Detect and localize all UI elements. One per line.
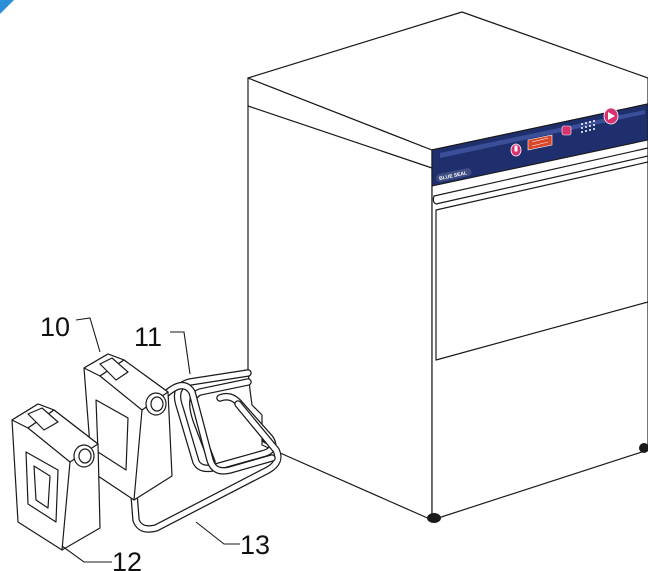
- door-panel: [435, 161, 648, 361]
- dishwasher: BLUE SEAL: [247, 11, 648, 523]
- label-12: 12: [112, 547, 142, 571]
- label-11: 11: [134, 322, 162, 352]
- leader-10: [75, 317, 101, 353]
- power-button: [510, 143, 522, 157]
- cycle-selector-icon: [561, 125, 572, 136]
- door-handle: [432, 147, 648, 205]
- leader-12: [61, 545, 112, 563]
- brand-text: BLUE SEAL: [439, 170, 468, 182]
- label-13: 13: [240, 530, 270, 560]
- canister-back: [83, 353, 173, 501]
- leader-11: [170, 331, 191, 375]
- foot-front-left: [427, 513, 441, 523]
- start-button: [603, 107, 619, 125]
- control-panel-highlight: [440, 110, 645, 158]
- cabinet-top: [247, 11, 648, 151]
- label-10: 10: [40, 312, 70, 342]
- leader-13: [195, 521, 240, 545]
- canister-front: [11, 403, 101, 551]
- corner-accent: [0, 0, 14, 14]
- brand-logo: BLUE SEAL: [436, 168, 472, 182]
- temperature-display: [527, 134, 553, 151]
- cabinet-top-edge: [247, 105, 433, 169]
- foot-front-right: [639, 443, 648, 453]
- keypad-grid: [581, 120, 595, 133]
